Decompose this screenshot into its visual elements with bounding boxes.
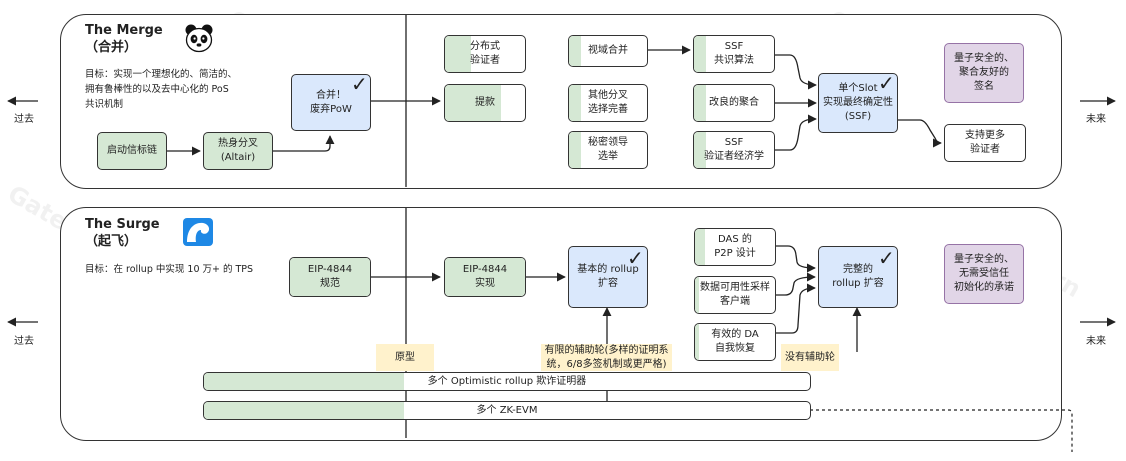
other-fork-choice-box: 其他分叉 选择完善 [568, 84, 648, 122]
quantum-signature-box: 量子安全的、 聚合友好的 签名 [944, 43, 1024, 103]
future-label: 未来 [1086, 336, 1106, 347]
wave-icon [183, 218, 213, 246]
view-merge-box: 视域合并 [568, 35, 648, 67]
past-label: 过去 [14, 336, 34, 347]
no-training-wheels-tag: 没有辅助轮 [781, 344, 839, 371]
basic-rollup-box: 基本的 rollup 扩容 [568, 246, 648, 308]
future-label: 未来 [1086, 114, 1106, 125]
check-icon: ✓ [878, 71, 895, 95]
zk-evm-bar: 多个 ZK-EVM [203, 401, 811, 420]
ssf-consensus-box: SSF 共识算法 [693, 35, 775, 73]
das-client-box: 数据可用性采样 客户端 [694, 276, 776, 314]
surge-goal: 目标：在 rollup 中实现 10 万+ 的 TPS [85, 264, 254, 275]
abandon-pow-box: 合并！ 废弃PoW [291, 74, 371, 131]
merge-title: The Merge （合并） [85, 23, 163, 55]
merge-goal: 目标：实现一个理想化的、简洁的、 拥有鲁棒性的以及去中心化的 PoS 共识机制 [85, 69, 238, 110]
check-icon: ✓ [351, 72, 368, 96]
improved-aggregation-box: 改良的聚合 [693, 84, 775, 122]
panda-icon [183, 22, 215, 54]
prototype-tag: 原型 [376, 344, 434, 371]
altair-box: 热身分叉 (Altair) [203, 132, 273, 170]
ssf-economics-box: SSF 验证者经济学 [693, 131, 775, 169]
das-p2p-box: DAS 的 P2P 设计 [694, 228, 776, 266]
limited-training-wheels-tag: 有限的辅助轮(多样的证明系 统，6/8多签机制或更严格) [541, 344, 672, 371]
quantum-commitment-box: 量子安全的、 无需受信任 初始化的承诺 [944, 244, 1024, 304]
single-slot-finality-box: 单个Slot 实现最终确定性 (SSF) [818, 73, 898, 133]
distributed-validator-box: 分布式 验证者 [444, 35, 526, 73]
more-validators-box: 支持更多 验证者 [944, 124, 1026, 162]
beacon-chain-box: 启动信标链 [97, 132, 167, 170]
full-rollup-box: 完整的 rollup 扩容 [818, 246, 898, 308]
surge-title: The Surge （起飞） [85, 217, 160, 249]
check-icon: ✓ [878, 246, 895, 270]
secret-leader-box: 秘密领导 选举 [568, 131, 648, 169]
eip4844-spec-box: EIP-4844 规范 [289, 257, 371, 297]
withdrawals-box: 提款 [444, 84, 526, 122]
optimistic-fraud-provers-bar: 多个 Optimistic rollup 欺诈证明器 [203, 372, 811, 391]
past-label: 过去 [14, 114, 34, 125]
eip4844-impl-box: EIP-4844 实现 [444, 257, 526, 297]
da-recovery-box: 有效的 DA 自我恢复 [694, 323, 776, 361]
check-icon: ✓ [627, 246, 644, 270]
